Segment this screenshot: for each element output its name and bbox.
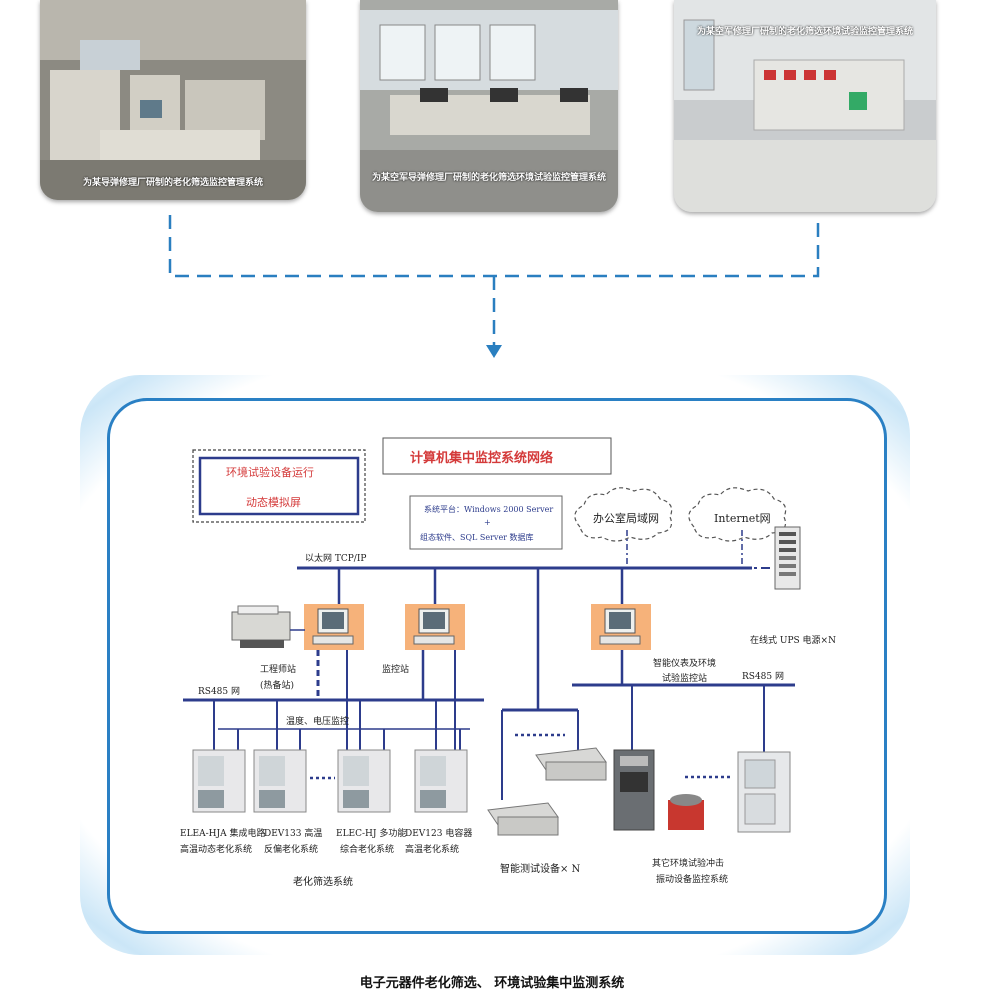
server-icon [774,526,801,590]
photo-aging-system-2: 为某空军导弹修理厂研制的老化筛选环境试验监控管理系统 [360,0,618,212]
sim-screen-line1: 环境试验设备运行 [226,466,314,479]
rs485-right-label: RS485 网 [742,672,784,682]
photo-caption-3: 为某空军修理厂研制的老化筛选环境试验监控管理系统 [696,27,913,37]
photo-caption-1: 为某导弹修理厂研制的老化筛选监控管理系统 [82,178,263,188]
diagram-frame [107,398,887,934]
device3-line2: 综合老化系统 [340,845,395,855]
photo-aging-system-1: 为某导弹修理厂研制的老化筛选监控管理系统 [40,0,306,200]
device1-line2: 高温动态老化系统 [180,845,253,855]
smart-test-device-icon [487,747,607,836]
photo-connector [168,215,820,358]
instrument-station-line2: 试验监控站 [662,674,708,684]
bottom-title: 电子元器件老化筛选、 环境试验集中监测系统 [359,976,625,991]
device1-line1: ELEA-HJA 集成电路 [180,829,266,839]
device2-line2: 反偏老化系统 [264,845,319,855]
environment-chamber-icon [737,751,791,833]
photo-caption-2: 为某空军导弹修理厂研制的老化筛选环境试验监控管理系统 [371,173,606,183]
instrument-station-icon [591,604,651,650]
aging-system-label: 老化筛选系统 [293,877,353,888]
temp-voltage-label: 温度、电压监控 [286,717,350,727]
office-lan-label: 办公室局域网 [593,512,659,525]
monitor-station-label: 监控站 [382,665,410,675]
vibration-device-icon [613,749,704,831]
printer-icon [231,605,291,648]
instrument-station-line1: 智能仪表及环境 [653,659,717,669]
ethernet-label: 以太网 TCP/IP [305,554,367,564]
rs485-left-label: RS485 网 [198,687,240,697]
device2-line1: DEV133 高温 [264,829,323,839]
other-env-line1: 其它环境试验冲击 [652,859,725,869]
device4-line1: DEV123 电容器 [405,829,473,839]
engineer-station-line2: (热备站) [260,681,295,691]
engineer-station-line1: 工程师站 [260,665,297,675]
platform-line1: 系统平台：Windows 2000 Server [424,505,554,514]
smart-test-label: 智能测试设备× N [500,864,581,875]
network-title: 计算机集中监控系统网络 [410,451,554,466]
sim-screen-line2: 动态模拟屏 [246,496,301,509]
engineer-station-icon [304,604,364,650]
other-env-line2: 振动设备监控系统 [656,875,729,885]
platform-line3: 组态软件、SQL Server 数据库 [420,533,534,542]
photo-aging-system-3: 为某空军修理厂研制的老化筛选环境试验监控管理系统 [674,0,936,212]
platform-line2: + [484,518,491,527]
ups-label: 在线式 UPS 电源×N [750,636,836,646]
monitor-station-icon [405,604,465,650]
device3-line1: ELEC-HJ 多功能 [336,829,407,839]
internet-label: Internet网 [714,512,771,525]
device4-line2: 高温老化系统 [405,845,460,855]
